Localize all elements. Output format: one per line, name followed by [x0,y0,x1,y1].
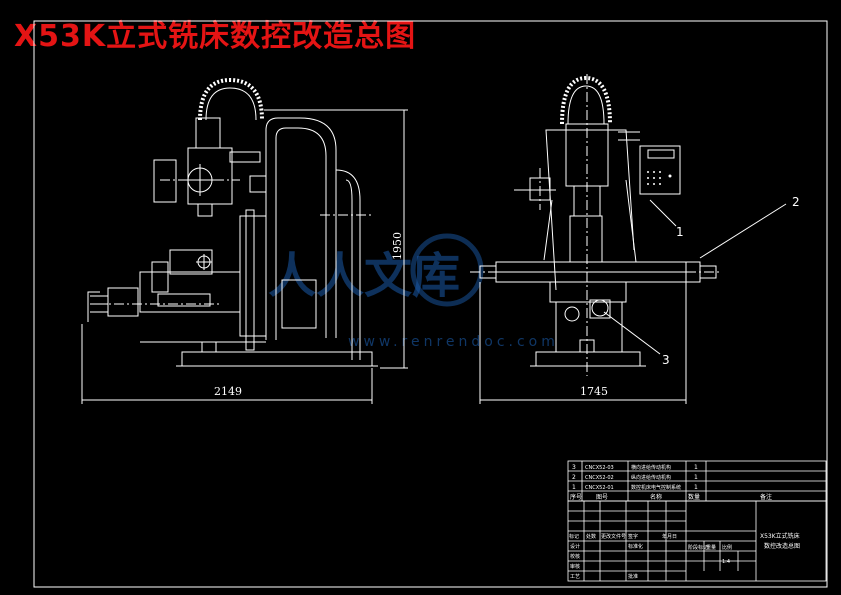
pl-row1-qty: 1 [694,464,698,471]
pl-row1-seq: 3 [572,464,576,471]
tb-label-sign: 签字 [628,533,638,540]
drawing-title: X53K立式铣床数控改造总图 [14,19,417,54]
tb-label-date: 年月日 [662,533,677,540]
tb-drawing-name-2: 数控改造总图 [764,542,800,550]
tb-label-process: 工艺 [570,574,580,580]
tb-label-scale: 比例 [722,544,732,551]
balloon-3: 3 [662,353,670,367]
pl-row2-code: CNCX52-02 [585,475,614,481]
pl-row1-name: 横向进给传动机构 [631,464,671,471]
pl-header-qty: 数量 [688,493,700,501]
drawing-frame [33,20,828,588]
pl-row3-seq: 1 [572,484,576,491]
watermark: 人人文库 www.renrendoc.com [268,233,559,350]
tb-label-mark: 标记 [569,533,579,540]
svg-text:人人文库: 人人文库 [268,248,460,304]
dim-width-left: 2149 [214,385,242,398]
svg-text:www.renrendoc.com: www.renrendoc.com [348,334,559,350]
tb-label-approve: 批准 [628,573,638,580]
control-panel-buttons [647,171,672,185]
tb-label-review: 审核 [570,563,580,570]
balloon-1: 1 [676,225,684,239]
tb-label-count: 处数 [586,533,596,540]
pl-row1-code: CNCX52-03 [585,465,614,471]
tb-label-change: 更改文件号 [601,533,626,540]
pl-row2-seq: 2 [572,474,576,481]
pl-header-remark: 备注 [760,493,772,501]
pl-row3-code: CNCX52-01 [585,485,614,491]
tb-label-design: 设计 [570,543,580,550]
tb-drawing-name-1: X53K立式铣床 [760,532,800,540]
tb-label-check: 校核 [570,553,580,560]
title-block [567,500,827,582]
pl-header-name: 名称 [650,493,662,501]
parts-list-table [567,460,827,502]
dim-height: 1950 [391,232,404,260]
pl-row3-qty: 1 [694,484,698,491]
pl-row2-name: 纵向进给传动机构 [631,474,671,481]
tb-label-weight: 重量 [706,544,716,551]
pl-header-seq: 序号 [570,493,582,501]
front-elevation-view [470,74,787,404]
tb-label-stage: 阶段标记 [688,544,708,551]
tb-label-standard: 标准化 [628,543,643,550]
pl-row2-qty: 1 [694,474,698,481]
balloon-2: 2 [792,195,800,209]
side-elevation-view [81,77,408,404]
pl-row3-name: 数控机床电气控制系统 [631,484,681,491]
dim-width-right: 1745 [580,385,608,398]
tb-scale-value: 1:4 [722,559,730,565]
pl-header-code: 图号 [596,494,608,501]
